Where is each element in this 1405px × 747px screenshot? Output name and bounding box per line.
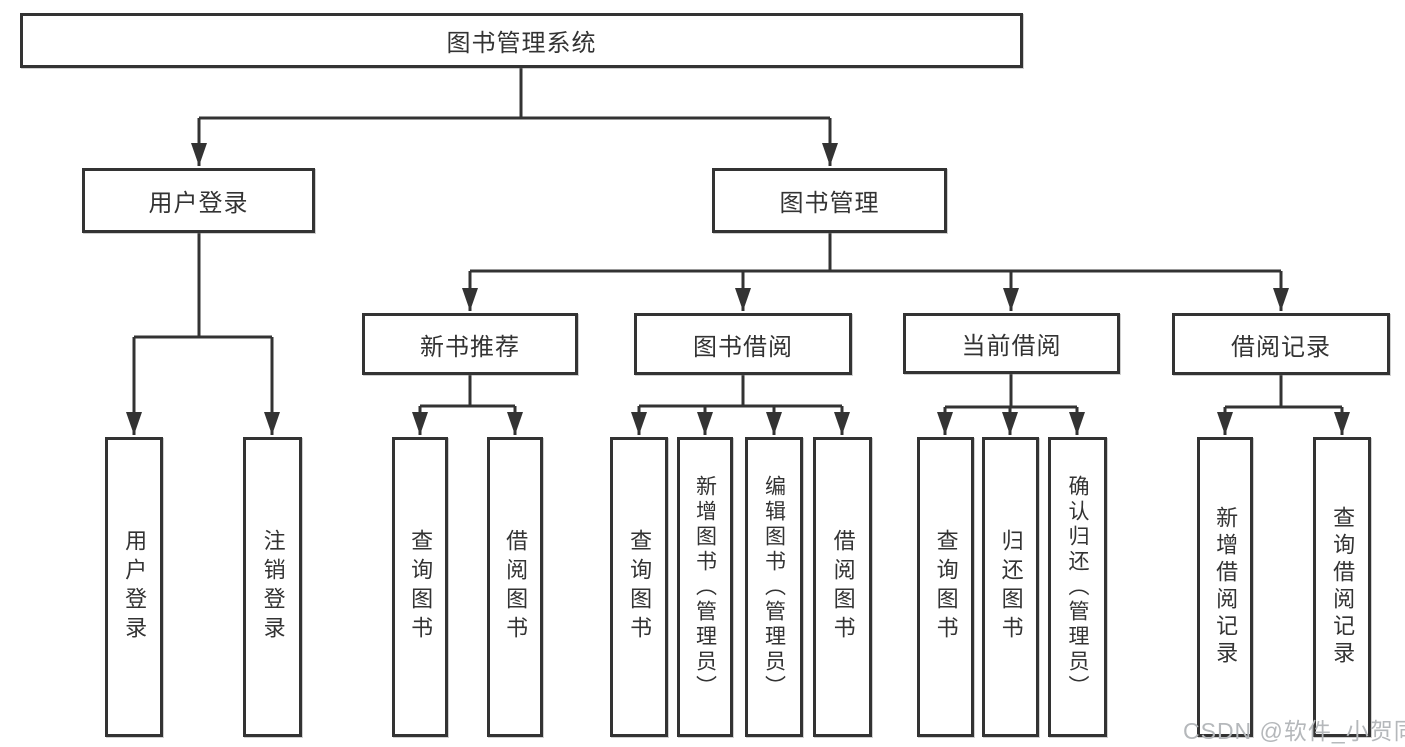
leaf-label: 借阅图书 bbox=[503, 529, 529, 645]
node-book-management: 图书管理 bbox=[712, 168, 947, 233]
leaf-edit-books-admin: 编辑图书（管理员） bbox=[745, 437, 803, 737]
leaf-label: 用户登录 bbox=[122, 529, 148, 645]
leaf-label: 注销登录 bbox=[260, 529, 286, 645]
leaf-label: 查询图书 bbox=[627, 529, 653, 645]
leaf-return-books: 归还图书 bbox=[982, 437, 1039, 737]
leaf-label: 归还图书 bbox=[998, 529, 1024, 645]
leaf-add-borrow-record: 新增借阅记录 bbox=[1197, 437, 1253, 737]
node-new-book-recommend: 新书推荐 bbox=[362, 313, 578, 375]
node-book-borrowing: 图书借阅 bbox=[634, 313, 852, 375]
leaf-logout: 注销登录 bbox=[243, 437, 302, 737]
leaf-label: 借阅图书 bbox=[830, 529, 856, 645]
leaf-label: 新增图书（管理员） bbox=[693, 474, 717, 700]
csdn-watermark: CSDN @软件_小贺同学 bbox=[1183, 718, 1405, 744]
leaf-query-books-current: 查询图书 bbox=[917, 437, 974, 737]
leaf-add-books-admin: 新增图书（管理员） bbox=[677, 437, 733, 737]
leaf-label: 确认归还（管理员） bbox=[1066, 474, 1090, 700]
leaf-label: 查询借阅记录 bbox=[1330, 506, 1356, 668]
leaf-label: 查询图书 bbox=[408, 529, 434, 645]
leaf-borrow-books-borrowing: 借阅图书 bbox=[813, 437, 872, 737]
leaf-label: 编辑图书（管理员） bbox=[762, 474, 786, 700]
node-user-login: 用户登录 bbox=[82, 168, 315, 233]
leaf-query-borrow-record: 查询借阅记录 bbox=[1313, 437, 1371, 737]
leaf-query-books-borrowing: 查询图书 bbox=[610, 437, 668, 737]
leaf-confirm-return-admin: 确认归还（管理员） bbox=[1048, 437, 1107, 737]
leaf-borrow-books-recommend: 借阅图书 bbox=[487, 437, 543, 737]
node-library-system: 图书管理系统 bbox=[20, 13, 1023, 68]
leaf-label: 查询图书 bbox=[933, 529, 959, 645]
node-current-borrowing: 当前借阅 bbox=[903, 313, 1120, 374]
leaf-query-books-recommend: 查询图书 bbox=[392, 437, 448, 737]
leaf-user-login: 用户登录 bbox=[105, 437, 163, 737]
node-borrowing-records: 借阅记录 bbox=[1172, 313, 1390, 375]
leaf-label: 新增借阅记录 bbox=[1213, 506, 1239, 668]
